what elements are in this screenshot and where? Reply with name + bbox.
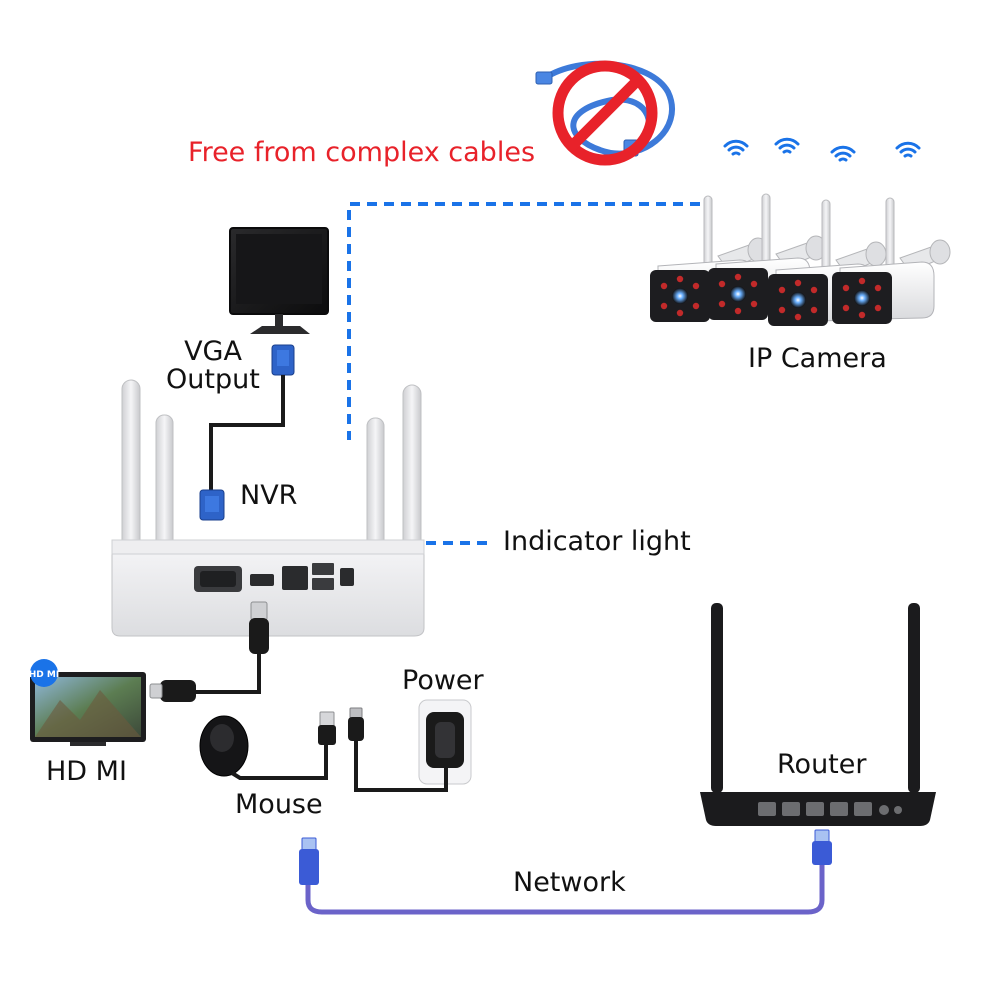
wifi-icon: [830, 145, 856, 162]
mouse-cable: [230, 742, 328, 780]
ethernet-plug-router-icon: [812, 829, 832, 865]
hdmi-badge-text: HD MI: [29, 670, 59, 680]
ip-camera-label: IP Camera: [748, 343, 887, 374]
vga-connector-icon: [271, 344, 295, 376]
vga-cable: [209, 375, 285, 492]
indicator-light-label: Indicator light: [503, 526, 691, 557]
wifi-icon: [774, 137, 800, 154]
network-cable: [305, 862, 825, 915]
hdmi-cable: [149, 601, 269, 702]
vga-label-line2: Output: [166, 364, 260, 395]
power-label: Power: [402, 665, 484, 696]
wifi-icon: [895, 141, 921, 158]
monitor-icon: [229, 227, 329, 334]
power-adapter-icon: [418, 699, 472, 785]
wireless-link-dashed-line: [347, 202, 700, 440]
router-icon: [700, 603, 936, 826]
usb-plug-icon: [318, 711, 336, 745]
nvr-label: NVR: [240, 480, 298, 511]
hdmi-label: HD MI: [46, 756, 127, 787]
router-label: Router: [777, 749, 867, 780]
mouse-label: Mouse: [235, 789, 323, 820]
power-cable: [354, 741, 448, 792]
vga-connector-nvr-end-icon: [199, 489, 225, 521]
headline-text: Free from complex cables: [188, 137, 536, 168]
nvr-icon: [111, 379, 425, 637]
vga-label-line1: VGA: [184, 336, 242, 367]
mouse-icon: [199, 715, 249, 777]
power-plug-icon: [348, 707, 364, 741]
ethernet-plug-nvr-icon: [299, 837, 319, 885]
network-label: Network: [513, 867, 626, 898]
no-cable-icon: [535, 60, 675, 166]
hdmi-tv-icon: [30, 659, 146, 746]
wifi-icon: [723, 139, 749, 156]
